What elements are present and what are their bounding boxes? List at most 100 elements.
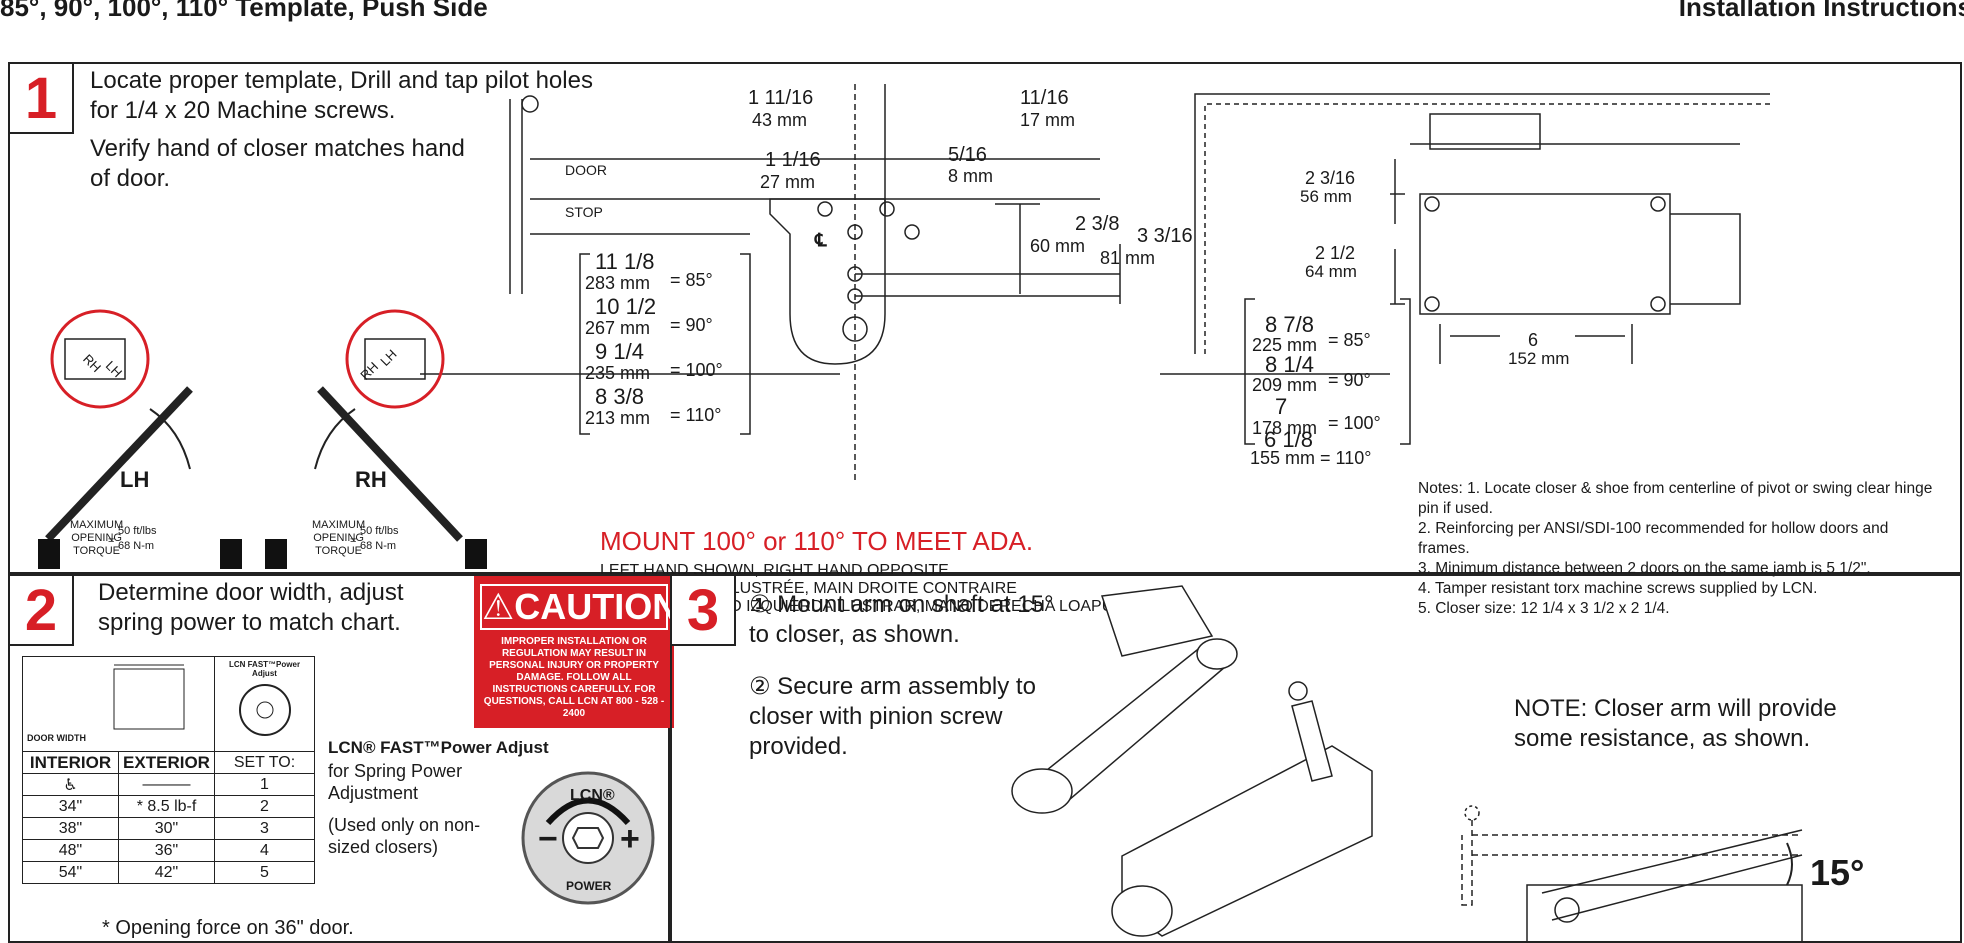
lh-badge-rh: RH [80, 351, 104, 375]
dim-c-inch: 1 1/16 [765, 149, 821, 171]
rh-torque-values: 50 ft/lbs 68 N-m [360, 524, 399, 554]
right-dim-a-inch: 2 3/16 [1305, 168, 1355, 188]
step-3-instruction-mount: ① Mount arm on shaft at 15° to closer, a… [749, 591, 1054, 648]
lh-torque-eq: = [108, 535, 115, 547]
dim-f-inch: 3 3/16 [1137, 225, 1193, 247]
door-stop-template-diagram: DOOR STOP ℄ 1 11/16 43 mm 11/16 17 mm 1 … [420, 84, 1193, 484]
table-row: 48"36"4 [22, 839, 315, 862]
rh-torque-label: MAXIMUM OPENING TORQUE [312, 519, 366, 557]
rh-hand-label: RH [355, 467, 387, 492]
left-table-row-2-mm: 267 mm [585, 318, 650, 338]
table-row: ♿———1 [22, 773, 315, 796]
dim-a-inch: 1 11/16 [748, 87, 813, 109]
dim-d-mm: 8 mm [948, 166, 993, 186]
right-table-row-1-mm: 225 mm [1252, 335, 1317, 355]
lh-torque-nm: 68 N-m [118, 540, 155, 552]
door-width-label: DOOR WIDTH [27, 733, 86, 743]
rh-torque-ftlbs: 50 ft/lbs [360, 525, 399, 537]
centerline-symbol: ℄ [814, 230, 827, 250]
table-cell: 36" [118, 839, 215, 862]
left-table-row-1-angle: = 85° [670, 270, 713, 290]
step-3-panel: 3 ① Mount arm on shaft at 15° to closer,… [670, 574, 1962, 943]
note-2: 2. Reinforcing per ANSI/SDI-100 recommen… [1418, 520, 1889, 557]
right-table-row-2-angle: = 90° [1328, 370, 1371, 390]
right-table-row-1-inch: 8 7/8 [1265, 312, 1314, 337]
right-table-row-2-inch: 8 1/4 [1265, 352, 1314, 377]
note-3: 3. Minimum distance between 2 doors on t… [1418, 560, 1871, 577]
ada-mount-text: MOUNT 100° or 110° TO MEET ADA. [600, 526, 1034, 556]
section-title: Installation Instructions [1678, 0, 1964, 22]
table-row: 38"30"3 [22, 817, 315, 840]
lh-badge: LH [103, 358, 125, 380]
dim-e-mm: 60 mm [1030, 236, 1085, 256]
dial-plus: + [620, 820, 640, 858]
right-table-row-2-mm: 209 mm [1252, 375, 1317, 395]
table-cell: 42" [118, 861, 215, 884]
right-table-row-3-inch: 7 [1275, 394, 1287, 419]
table-cell: * 8.5 lb-f [118, 795, 215, 818]
step-2-instruction: Determine door width, adjust spring powe… [98, 579, 404, 636]
left-table-row-4-inch: 8 3/8 [595, 384, 644, 409]
table-cell-ada: ♿ [22, 773, 119, 796]
step-3-resistance-note: NOTE: Closer arm will provide some resis… [1514, 695, 1837, 752]
table-cell: 54" [22, 861, 119, 884]
dim-b-mm: 17 mm [1020, 110, 1075, 130]
page-title: 85°, 90°, 100°, 110° Template, Push Side [0, 0, 488, 22]
door-label: DOOR [565, 162, 607, 178]
step-1-instruction-drill: Locate proper template, Drill and tap pi… [90, 67, 593, 124]
table-cell: 30" [118, 817, 215, 840]
caution-box: ⚠CAUTION IMPROPER INSTALLATION OR REGULA… [474, 576, 678, 728]
door-width-sketch [113, 664, 185, 730]
spring-power-chart: DOOR WIDTH LCN FAST™Power Adjust INTERIO… [22, 656, 315, 884]
table-cell: 3 [214, 817, 315, 840]
right-table-row-4-angle: = 110° [1320, 448, 1372, 468]
step-1-instruction-verify-hand: Verify hand of closer matches hand of do… [90, 135, 465, 192]
left-table-row-4-angle: = 110° [670, 405, 721, 425]
left-table-row-2-angle: = 90° [670, 315, 713, 335]
rh-torque-nm: 68 N-m [360, 540, 397, 552]
table-cell: 4 [214, 839, 315, 862]
fast-description: for Spring Power Adjustment [328, 761, 463, 803]
step-2-panel: 2 Determine door width, adjust spring po… [8, 574, 678, 943]
note-1: Notes: 1. Locate closer & shoe from cent… [1418, 480, 1933, 517]
right-hand-door-illustration: LH RH RH [265, 309, 487, 569]
lh-hand-label: LH [120, 467, 149, 492]
dial-brand: LCN® [570, 787, 615, 804]
note-5: 5. Closer size: 12 1/4 x 3 1/2 x 2 1/4. [1418, 600, 1670, 617]
table-header-interior: INTERIOR [22, 751, 119, 774]
stop-label: STOP [565, 204, 603, 220]
arm-angle-diagram: 15° [1461, 805, 1864, 943]
caution-body: IMPROPER INSTALLATION OR REGULATION MAY … [483, 636, 665, 719]
rh-torque-eq: = [350, 535, 357, 547]
left-table-row-1-mm: 283 mm [585, 273, 650, 293]
table-cell: 34" [22, 795, 119, 818]
installation-notes: Notes: 1. Locate closer & shoe from cent… [1418, 479, 1938, 619]
dim-d-inch: 5/16 [948, 144, 987, 166]
right-dim-b-inch: 2 1/2 [1315, 243, 1355, 263]
right-table-row-1-angle: = 85° [1328, 330, 1371, 350]
right-dim-c-mm: 152 mm [1508, 349, 1569, 368]
left-table-row-4-mm: 213 mm [585, 408, 650, 428]
fast-note: (Used only on non-sized closers) [328, 815, 481, 857]
door-width-cell: DOOR WIDTH [22, 656, 215, 752]
power-adjust-cell: LCN FAST™Power Adjust [214, 656, 315, 752]
closer-arm-assembly-illustration [1011, 585, 1373, 937]
note-4: 4. Tamper resistant torx machine screws … [1418, 580, 1818, 597]
right-dimension-table: 8 7/8 225 mm = 85° 8 1/4 209 mm = 90° 7 … [1252, 312, 1381, 438]
left-hand-door-illustration: RH LH LH [38, 309, 242, 569]
left-table-row-3-inch: 9 1/4 [595, 339, 644, 364]
right-dim-c-inch: 6 [1528, 330, 1538, 350]
step-1-number: 1 [8, 62, 74, 134]
rh-badge-lh: LH [377, 347, 399, 369]
dial-power: POWER [566, 879, 612, 893]
step-2-number: 2 [8, 574, 74, 646]
table-header-set-to: SET TO: [214, 751, 315, 774]
left-table-row-1-inch: 11 1/8 [595, 249, 655, 274]
table-cell: 2 [214, 795, 315, 818]
dim-b-inch: 11/16 [1020, 87, 1069, 109]
dim-f-mm: 81 mm [1100, 248, 1155, 268]
table-cell: 1 [214, 773, 315, 796]
left-table-row-2-inch: 10 1/2 [595, 294, 656, 319]
